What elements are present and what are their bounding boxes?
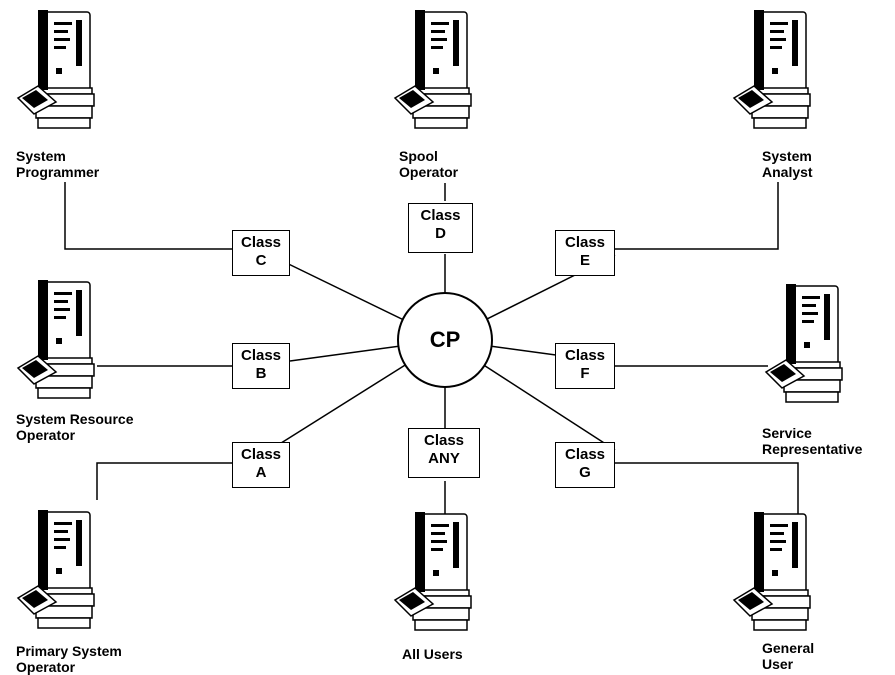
user-label-all-users: All Users: [402, 646, 463, 662]
terminal-icon: [16, 8, 96, 138]
link-c-programmer: [65, 182, 232, 249]
terminal-icon: [16, 508, 96, 638]
terminal-icon: [393, 510, 473, 640]
terminal-icon: [732, 8, 812, 138]
cp-label: CP: [430, 327, 461, 352]
terminal-icon: [732, 510, 812, 640]
terminal-icon: [393, 8, 473, 138]
terminal-icon: [16, 278, 96, 408]
link-g-general: [615, 463, 798, 516]
link-e-analyst: [615, 182, 778, 249]
cp-circle: CP: [397, 292, 493, 388]
link-a-primary: [97, 463, 232, 500]
terminal-icon: [764, 282, 844, 412]
